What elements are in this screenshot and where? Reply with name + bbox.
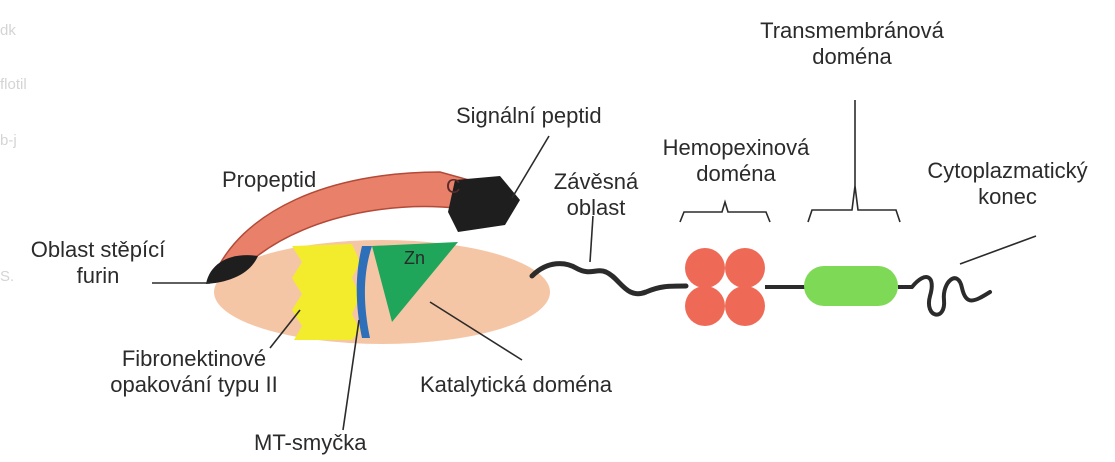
signal-peptide-label: Signální peptid bbox=[456, 103, 602, 129]
fibronectin-repeats-shape bbox=[292, 244, 360, 340]
transmembrane-label: Transmembránová doména bbox=[722, 18, 982, 70]
mt-loop-label: MT-smyčka bbox=[254, 430, 366, 456]
furin-label-line1: Oblast stěpící bbox=[0, 237, 196, 263]
hinge-label: Závěsná oblast bbox=[536, 169, 656, 221]
hinge-region-line bbox=[532, 264, 686, 294]
cytoplasmic-label: Cytoplazmatický konec bbox=[900, 158, 1115, 210]
c-terminal-label: C bbox=[446, 176, 460, 199]
hemopexin-label-line1: Hemopexinová bbox=[636, 135, 836, 161]
cytoplasmic-label-line2: konec bbox=[900, 184, 1115, 210]
cytoplasmic-tail-line bbox=[912, 277, 990, 315]
transmembrane-label-line2: doména bbox=[722, 44, 982, 70]
catalytic-label: Katalytická doména bbox=[420, 372, 612, 398]
hinge-label-line1: Závěsná bbox=[536, 169, 656, 195]
propeptide-label: Propeptid bbox=[222, 167, 316, 193]
hemopexin-domain-shape bbox=[685, 248, 765, 326]
furin-label-line2: furin bbox=[0, 263, 196, 289]
transmembrane-domain-shape bbox=[804, 266, 898, 306]
fibronectin-label: Fibronektinové opakování typu II bbox=[74, 346, 314, 398]
fibronectin-label-line2: opakování typu II bbox=[74, 372, 314, 398]
fibronectin-label-line1: Fibronektinové bbox=[74, 346, 314, 372]
zn-label: Zn bbox=[404, 248, 425, 269]
hinge-label-line2: oblast bbox=[536, 195, 656, 221]
cytoplasmic-label-line1: Cytoplazmatický bbox=[900, 158, 1115, 184]
transmembrane-label-line1: Transmembránová bbox=[722, 18, 982, 44]
hemopexin-label: Hemopexinová doména bbox=[636, 135, 836, 187]
hemopexin-label-line2: doména bbox=[636, 161, 836, 187]
furin-label: Oblast stěpící furin bbox=[0, 237, 196, 289]
